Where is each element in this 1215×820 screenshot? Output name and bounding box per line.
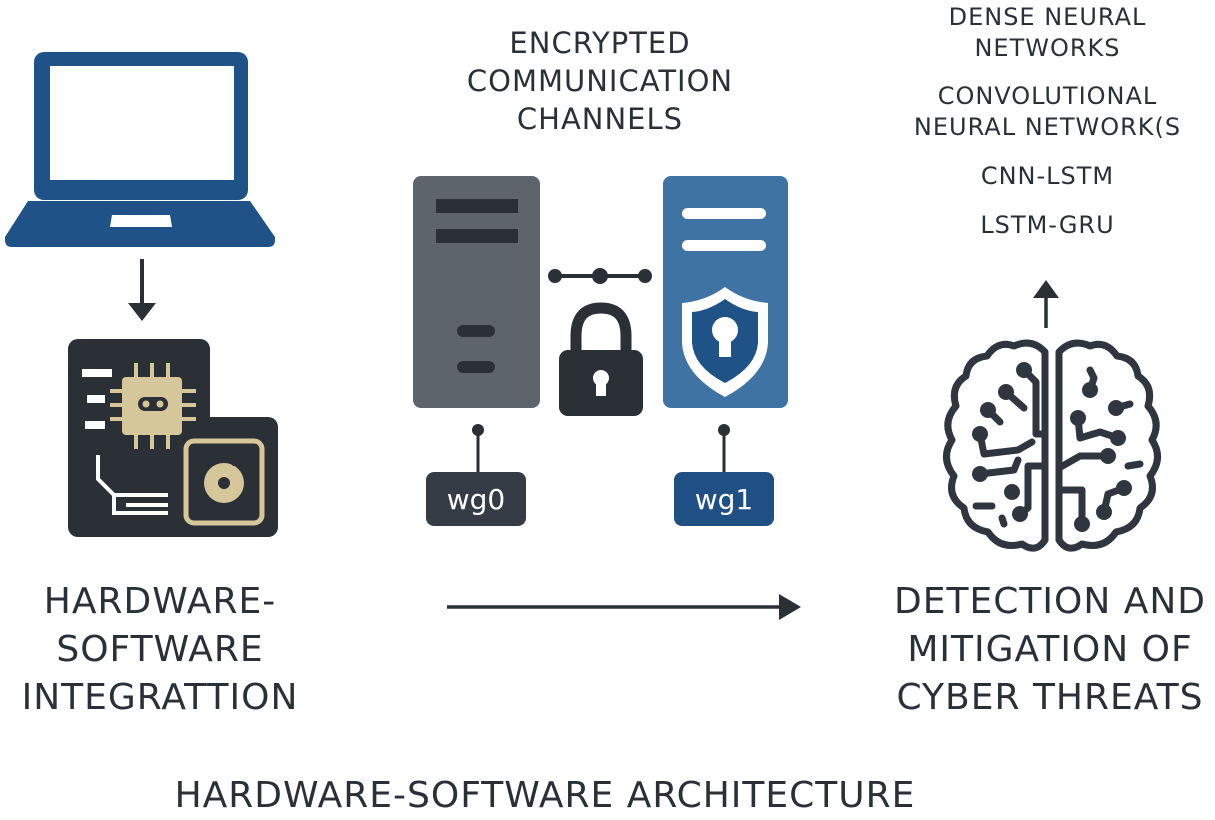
- model-dense-nn: DENSE NEURAL NETWORKS: [948, 3, 1147, 62]
- model-cnn: CONVOLUTIONAL NEURAL NETWORK(S: [913, 82, 1182, 141]
- server-wg1-icon: [663, 176, 788, 408]
- right-arrow-icon: [447, 594, 801, 620]
- model-lstm-gru: LSTM-GRU: [980, 211, 1115, 239]
- interface-tag-wg1: wg1: [674, 472, 774, 526]
- model-list: DENSE NEURAL NETWORKS CONVOLUTIONAL NEUR…: [880, 2, 1215, 241]
- wg0-pin: [472, 424, 484, 474]
- diagram-title: HARDWARE-SOFTWARE ARCHITECTURE: [174, 775, 916, 816]
- padlock-icon: [559, 302, 643, 416]
- shield-keyhole-icon: [682, 287, 768, 397]
- encrypted-channels-heading: ENCRYPTED COMMUNICATION CHANNELS: [466, 26, 734, 136]
- chip-icon: [110, 363, 196, 449]
- hard-drive-icon: [183, 438, 265, 526]
- wg1-pin: [718, 424, 730, 474]
- server-wg0-icon: [413, 176, 540, 408]
- integration-label: HARDWARE- SOFTWARE INTEGRATTION: [21, 581, 299, 718]
- model-cnn-lstm: CNN-LSTM: [980, 162, 1115, 190]
- circuit-board-icon: [68, 339, 278, 537]
- detection-label: DETECTION AND MITIGATION OF CYBER THREAT…: [894, 581, 1206, 718]
- interface-tag-wg0: wg0: [426, 472, 526, 526]
- up-arrow-icon: [1033, 280, 1059, 328]
- laptop-icon: [5, 52, 275, 247]
- down-arrow-icon: [128, 259, 156, 321]
- brain-icon: [943, 339, 1161, 552]
- network-link-icon: [548, 268, 652, 284]
